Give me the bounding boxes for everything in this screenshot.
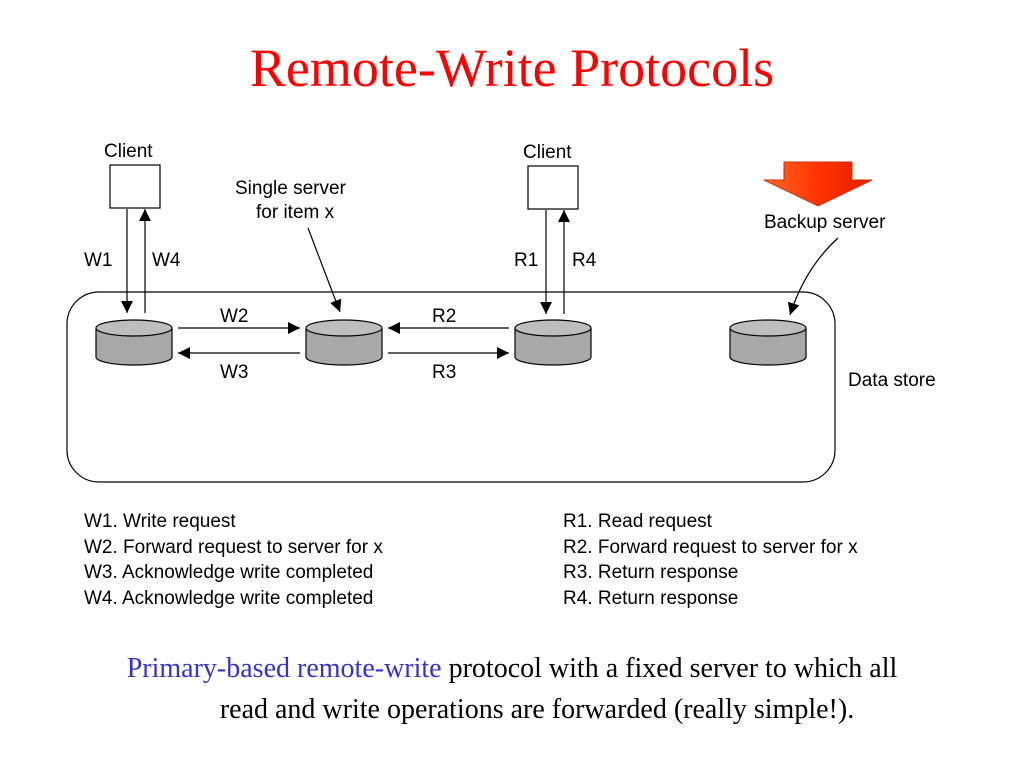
slide-title: Remote-Write Protocols <box>249 38 775 98</box>
data-store-box <box>66 291 836 483</box>
legend-r2: R2. Forward request to server for x <box>563 536 858 558</box>
single-server-label-line2: for item x <box>256 202 335 223</box>
client-left-box <box>109 164 161 209</box>
label-w3: W3 <box>220 362 249 383</box>
single-server-pointer <box>307 227 342 313</box>
label-w2: W2 <box>220 306 249 327</box>
read-legend: R1. Read request R2. Forward request to … <box>563 509 858 611</box>
legend-w2: W2. Forward request to server for x <box>84 536 383 558</box>
label-w4: W4 <box>152 250 181 271</box>
label-r3: R3 <box>432 362 456 383</box>
caption-line2: read and write operations are forwarded … <box>219 694 855 725</box>
label-w1: W1 <box>84 250 113 271</box>
legend-w1: W1. Write request <box>84 511 236 532</box>
client-left-label: Client <box>104 141 153 162</box>
legend-w4: W4. Acknowledge write completed <box>84 587 374 609</box>
backup-server-pointer <box>787 237 839 316</box>
primary-server-disk <box>305 319 383 366</box>
replica-disk-1 <box>95 319 173 366</box>
slide-caption: Primary-based remote-write protocol with… <box>20 648 1004 730</box>
data-store-label: Data store <box>848 370 936 391</box>
label-r1: R1 <box>514 250 538 271</box>
label-r4: R4 <box>572 250 597 271</box>
backup-server-arrow-icon <box>763 161 873 207</box>
legend-r3: R3. Return response <box>563 562 739 584</box>
legend-r1: R1. Read request <box>563 511 712 532</box>
legend-r4: R4. Return response <box>563 587 739 609</box>
caption-line1-rest: protocol with a fixed server to which al… <box>441 653 898 684</box>
backup-server-disk <box>729 319 807 366</box>
label-r2: R2 <box>432 306 456 327</box>
caption-highlight: Primary-based remote-write <box>126 653 442 684</box>
replica-disk-3 <box>514 319 592 366</box>
single-server-label-line1: Single server <box>235 178 347 199</box>
write-legend: W1. Write request W2. Forward request to… <box>84 509 383 611</box>
legend-w3: W3. Acknowledge write completed <box>84 562 374 584</box>
client-right-label: Client <box>523 142 572 163</box>
backup-server-label: Backup server <box>764 212 886 233</box>
client-right-box <box>527 165 579 210</box>
